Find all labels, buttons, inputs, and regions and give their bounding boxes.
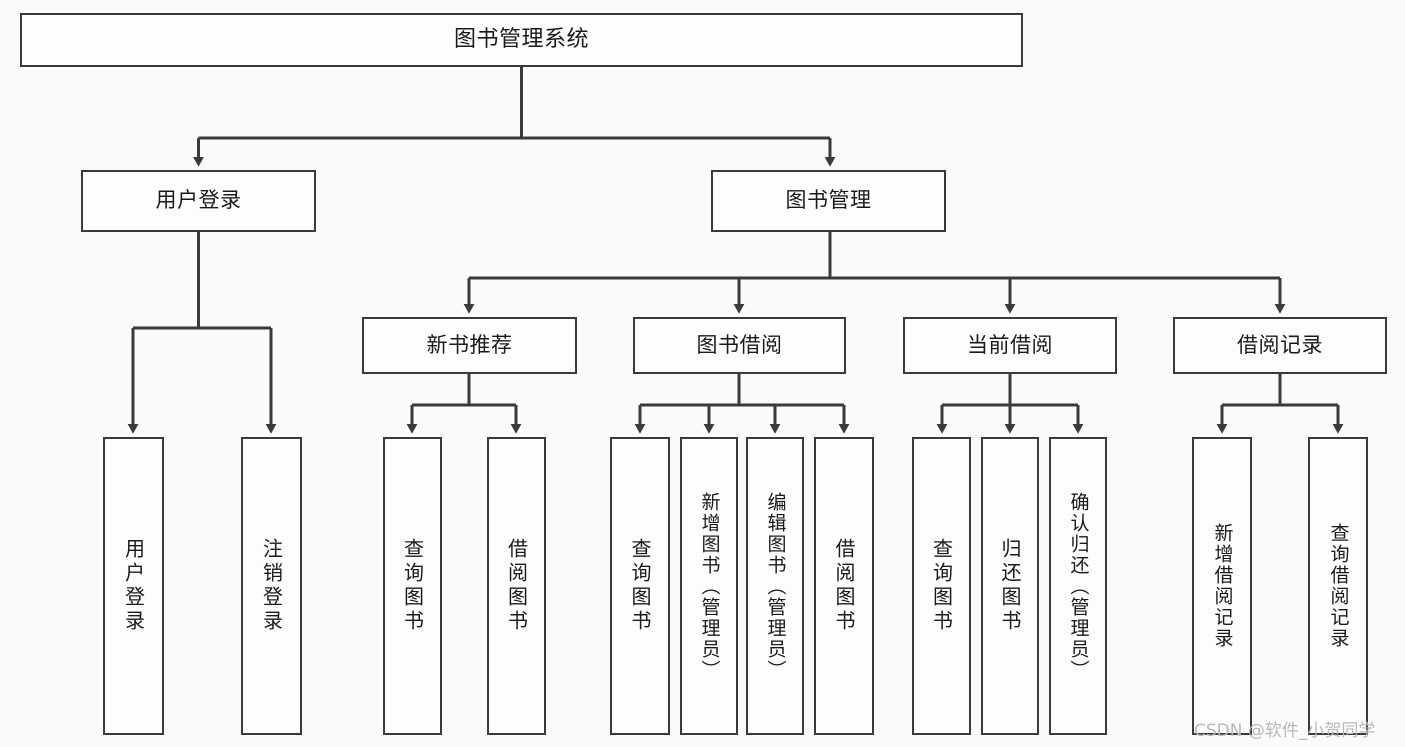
node-current-borrow[interactable]: 当前借阅 [903,317,1117,374]
node-label: 查询图书 [929,538,954,634]
node-book-borrow[interactable]: 图书借阅 [633,317,846,374]
leaf-return-book[interactable]: 归还图书 [981,437,1039,735]
node-label: 编辑图书（管理员） [764,491,787,681]
node-label: 图书管理系统 [453,26,589,52]
node-label: 借阅图书 [832,538,856,634]
leaf-user-login[interactable]: 用户登录 [103,437,164,735]
leaf-query-book-borrow[interactable]: 查询图书 [610,437,670,735]
node-label: 新增图书（管理员） [698,491,721,681]
node-book-management[interactable]: 图书管理 [711,170,946,232]
node-new-book-recommend[interactable]: 新书推荐 [362,317,577,374]
node-label: 归还图书 [998,538,1022,634]
node-borrow-records[interactable]: 借阅记录 [1173,317,1387,374]
leaf-add-borrow-record[interactable]: 新增借阅记录 [1192,437,1252,735]
node-label: 新增借阅记录 [1211,523,1234,649]
node-user-login[interactable]: 用户登录 [81,170,316,232]
leaf-logout-login[interactable]: 注销登录 [241,437,302,735]
leaf-query-borrow-record[interactable]: 查询借阅记录 [1308,437,1368,735]
node-label: 查询图书 [628,538,652,634]
node-label: 当前借阅 [967,332,1053,357]
leaf-edit-book-admin[interactable]: 编辑图书（管理员） [746,437,804,735]
node-label: 图书管理 [785,188,872,213]
leaf-query-book-current[interactable]: 查询图书 [912,437,971,735]
node-label: 查询图书 [400,538,425,634]
leaf-borrow-book[interactable]: 借阅图书 [814,437,874,735]
leaf-query-book-recommend[interactable]: 查询图书 [383,437,442,735]
node-label: 用户登录 [121,538,146,634]
node-label: 借阅图书 [504,538,529,634]
node-root-system[interactable]: 图书管理系统 [20,13,1023,67]
node-label: 查询借阅记录 [1327,523,1350,649]
leaf-confirm-return-admin[interactable]: 确认归还（管理员） [1049,437,1107,735]
leaf-borrow-book-recommend[interactable]: 借阅图书 [487,437,546,735]
node-label: 图书借阅 [696,332,783,357]
csdn-watermark: CSDN @软件_小贺同学 [1194,721,1376,741]
node-label: 用户登录 [155,188,242,213]
node-label: 注销登录 [259,538,284,634]
node-label: 确认归还（管理员） [1067,491,1090,681]
node-label: 借阅记录 [1237,332,1323,357]
leaf-add-book-admin[interactable]: 新增图书（管理员） [680,437,738,735]
node-label: 新书推荐 [426,332,513,357]
